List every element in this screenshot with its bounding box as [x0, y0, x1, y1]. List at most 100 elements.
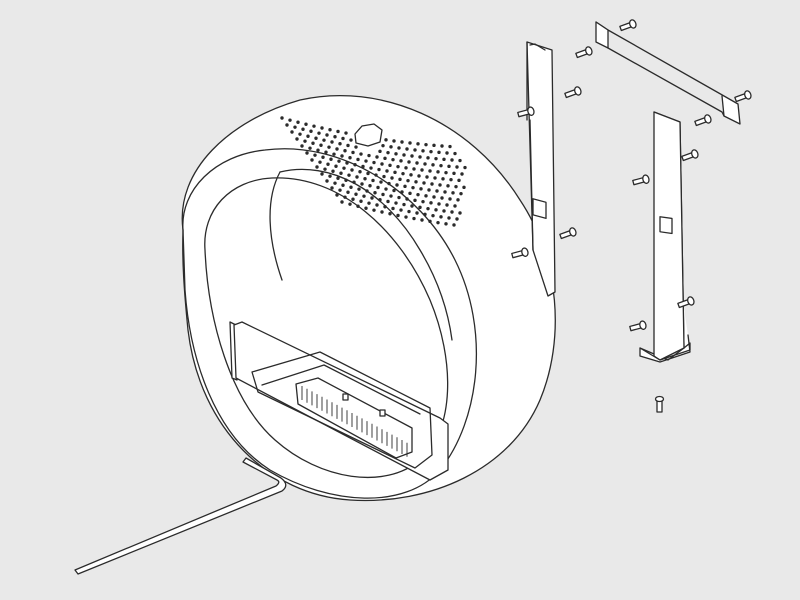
perforation-dot [439, 163, 443, 168]
perforation-dot [437, 202, 441, 206]
perforation-dot [437, 150, 441, 155]
perforation-dot [343, 195, 347, 199]
perforation-dot [388, 212, 392, 216]
perforation-dot [430, 182, 434, 186]
perforation-dot [401, 171, 405, 176]
perforation-dot [455, 217, 459, 221]
perforation-dot [360, 182, 364, 186]
perforation-dot [380, 210, 384, 214]
perforation-dot [342, 166, 346, 170]
perforation-dot [442, 157, 446, 162]
perforation-dot [428, 169, 432, 173]
perforation-dot [460, 172, 464, 176]
perforation-dot [416, 142, 420, 146]
screw [564, 86, 582, 99]
perforation-dot [413, 148, 417, 152]
perforation-dot [333, 181, 337, 185]
perforation-dot [348, 202, 352, 206]
perforation-dot [320, 126, 324, 130]
perforation-dot [431, 213, 435, 218]
perforation-dot [410, 204, 414, 208]
perforation-dot [293, 125, 297, 129]
perforation-dot [400, 190, 404, 194]
perforation-dot [418, 155, 422, 159]
ventilation-perforations [280, 116, 467, 227]
wall-bracket-left [526, 41, 556, 297]
top-cross-bar [595, 21, 741, 125]
perforation-dot [344, 178, 348, 182]
perforation-dot [447, 164, 451, 169]
perforation-dot [362, 194, 366, 198]
screw [694, 114, 712, 127]
perforation-dot [394, 152, 398, 156]
perforation-dot [426, 156, 430, 160]
perforation-dot [429, 149, 433, 154]
perforation-dot [328, 174, 332, 178]
perforation-dot [356, 204, 360, 208]
perforation-dot [389, 194, 393, 198]
perforation-dot [444, 222, 448, 226]
perforation-dot [300, 144, 304, 148]
perforation-dot [414, 180, 418, 184]
burner-grill-slots [301, 386, 408, 457]
perforation-dot [408, 191, 412, 196]
perforation-dot [398, 177, 402, 182]
perforation-dot [322, 138, 326, 142]
perforation-dot [462, 185, 466, 190]
perforation-dot [336, 129, 340, 134]
perforation-dot [301, 127, 305, 131]
perforation-dot [308, 146, 312, 150]
perforation-dot [330, 186, 334, 190]
perforation-dot [340, 154, 344, 158]
perforation-dot [345, 161, 349, 165]
perforation-dot [409, 173, 413, 177]
screw [629, 320, 647, 332]
perforation-dot [359, 152, 363, 156]
perforation-dot [323, 167, 327, 171]
perforation-dot [368, 184, 372, 188]
perforation-dot [415, 211, 419, 215]
perforation-dot [391, 157, 395, 162]
perforation-dot [453, 151, 457, 156]
perforation-dot [446, 184, 450, 188]
perforation-dot [335, 147, 339, 151]
perforation-dot [424, 194, 428, 198]
perforation-dot [431, 163, 435, 167]
perforation-dot [355, 175, 359, 179]
perforation-dot [351, 150, 355, 155]
perforation-dot [381, 192, 385, 197]
perforation-dot [288, 118, 292, 122]
perforation-dot [364, 159, 368, 163]
screw [517, 106, 535, 118]
perforation-dot [387, 181, 391, 186]
slot-hole [532, 198, 547, 219]
perforation-dot [390, 176, 394, 180]
perforation-dot [338, 142, 342, 146]
perforation-dot [349, 185, 353, 189]
perforation-dot [364, 206, 368, 210]
perforation-dot [351, 197, 355, 201]
perforation-dot [413, 198, 417, 203]
perforation-dot [341, 183, 345, 187]
perforation-dot [341, 136, 345, 141]
perforation-dot [380, 162, 384, 166]
perforation-dot [313, 153, 317, 157]
perforation-dot [367, 153, 371, 158]
perforation-dot [311, 141, 315, 145]
perforation-dot [375, 203, 379, 207]
perforation-dot [329, 157, 333, 161]
screw [559, 227, 577, 240]
perforation-dot [325, 179, 329, 183]
perforation-dot [452, 171, 456, 176]
perforation-dot [337, 159, 341, 163]
screw [681, 149, 699, 162]
perforation-dot [422, 181, 426, 185]
perforation-dot [328, 128, 332, 132]
burner-box [229, 321, 449, 481]
perforation-dot [463, 165, 467, 170]
perforation-dot [442, 209, 446, 213]
perforation-dot [417, 174, 421, 178]
perforation-dot [397, 146, 401, 150]
slot-hole-right [659, 216, 673, 235]
perforation-dot [344, 131, 348, 135]
